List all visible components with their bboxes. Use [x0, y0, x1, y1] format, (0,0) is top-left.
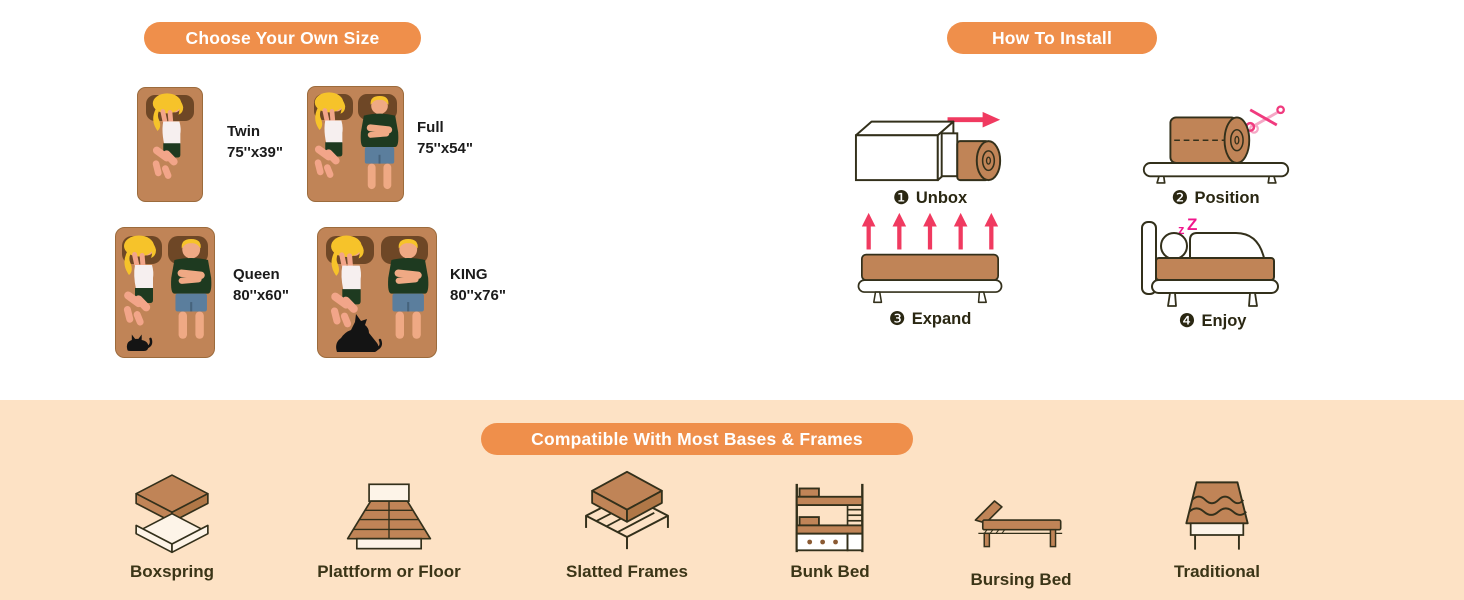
- bunk-bed-icon: [795, 483, 864, 553]
- step-3-label: Expand: [911, 310, 972, 328]
- expand-icon: [857, 212, 1003, 304]
- step-position: ❷ Position: [1133, 104, 1298, 208]
- slatted-frames-label: Slatted Frames: [566, 562, 688, 581]
- step-unbox: ❶ Unbox: [845, 108, 1015, 208]
- king-dim: 80''x76": [450, 287, 506, 304]
- choose-size-header: Choose Your Own Size: [144, 22, 421, 54]
- bunk-bed-label: Bunk Bed: [790, 562, 870, 581]
- queen-mattress-illustration: [115, 227, 215, 358]
- step-4-label: Enjoy: [1201, 312, 1247, 330]
- traditional-icon: [1185, 481, 1249, 550]
- compat-item-traditional: Traditional: [1117, 462, 1317, 592]
- sleeper-head: [1159, 232, 1188, 260]
- bursing-bed-icon: [974, 500, 1063, 548]
- zz-sleep-text: z: [1178, 222, 1185, 237]
- compat-item-platform: Plattform or Floor: [289, 462, 489, 592]
- traditional-label: Traditional: [1174, 562, 1260, 581]
- queen-size-card: [115, 227, 215, 363]
- full-dim: 75''x54": [417, 140, 473, 157]
- bursing-bed-label: Bursing Bed: [970, 570, 1072, 589]
- king-name: KING: [450, 266, 488, 283]
- twin-mattress-illustration: [137, 87, 203, 202]
- step-4-number: ❹: [1178, 310, 1196, 332]
- boxspring-icon: [135, 474, 209, 554]
- platform-floor-icon: [346, 483, 432, 550]
- enjoy-icon: z Z: [1140, 218, 1279, 307]
- queen-dim: 80''x60": [233, 287, 289, 304]
- twin-dim: 75''x39": [227, 144, 283, 161]
- full-size-card: [307, 86, 404, 207]
- ladder: [846, 505, 863, 526]
- queen-size-label: Queen 80''x60": [233, 264, 289, 306]
- unbox-icon: [854, 111, 1002, 182]
- queen-name: Queen: [233, 266, 280, 283]
- king-size-card: [317, 227, 437, 363]
- compat-item-bunk: Bunk Bed: [730, 462, 930, 592]
- position-icon: [1142, 105, 1289, 184]
- compat-item-slatted: Slatted Frames: [527, 462, 727, 592]
- compat-header-label: Compatible With Most Bases & Frames: [531, 428, 863, 449]
- step-position-caption: ❷ Position: [1171, 189, 1259, 208]
- king-mattress-illustration: [317, 227, 437, 358]
- full-mattress-illustration: [307, 86, 404, 202]
- mattress: [1154, 257, 1275, 281]
- slatted-frames-icon: [585, 470, 669, 550]
- step-2-label: Position: [1194, 189, 1260, 207]
- sleeper-body: [1188, 232, 1265, 259]
- step-expand: ❸ Expand: [845, 212, 1015, 329]
- up-arrows: [866, 223, 994, 250]
- svg-text:Z: Z: [1187, 218, 1197, 234]
- step-enjoy: z Z ❹ Enjoy: [1130, 218, 1295, 331]
- step-1-number: ❶: [892, 187, 910, 209]
- step-3-number: ❸: [888, 308, 906, 330]
- compat-header: Compatible With Most Bases & Frames: [481, 423, 913, 455]
- choose-size-header-label: Choose Your Own Size: [185, 27, 380, 48]
- how-to-install-header: How To Install: [947, 22, 1157, 54]
- full-size-label: Full 75''x54": [417, 117, 473, 159]
- compat-item-bursing: Bursing Bed: [921, 462, 1121, 592]
- full-name: Full: [417, 119, 444, 136]
- twin-size-label: Twin 75''x39": [227, 121, 283, 163]
- step-1-label: Unbox: [915, 189, 968, 207]
- step-2-number: ❷: [1171, 187, 1189, 209]
- king-size-label: KING 80''x76": [450, 264, 506, 306]
- how-to-install-header-label: How To Install: [991, 27, 1113, 48]
- step-enjoy-caption: ❹ Enjoy: [1179, 312, 1247, 331]
- twin-name: Twin: [227, 123, 261, 140]
- step-expand-caption: ❸ Expand: [889, 310, 972, 329]
- step-unbox-caption: ❶ Unbox: [893, 189, 967, 208]
- platform-label: Plattform or Floor: [317, 562, 461, 581]
- boxspring-label: Boxspring: [129, 562, 215, 581]
- scissors-icon: [1244, 105, 1285, 134]
- compat-item-boxspring: Boxspring: [72, 462, 272, 592]
- twin-size-card: [137, 87, 203, 207]
